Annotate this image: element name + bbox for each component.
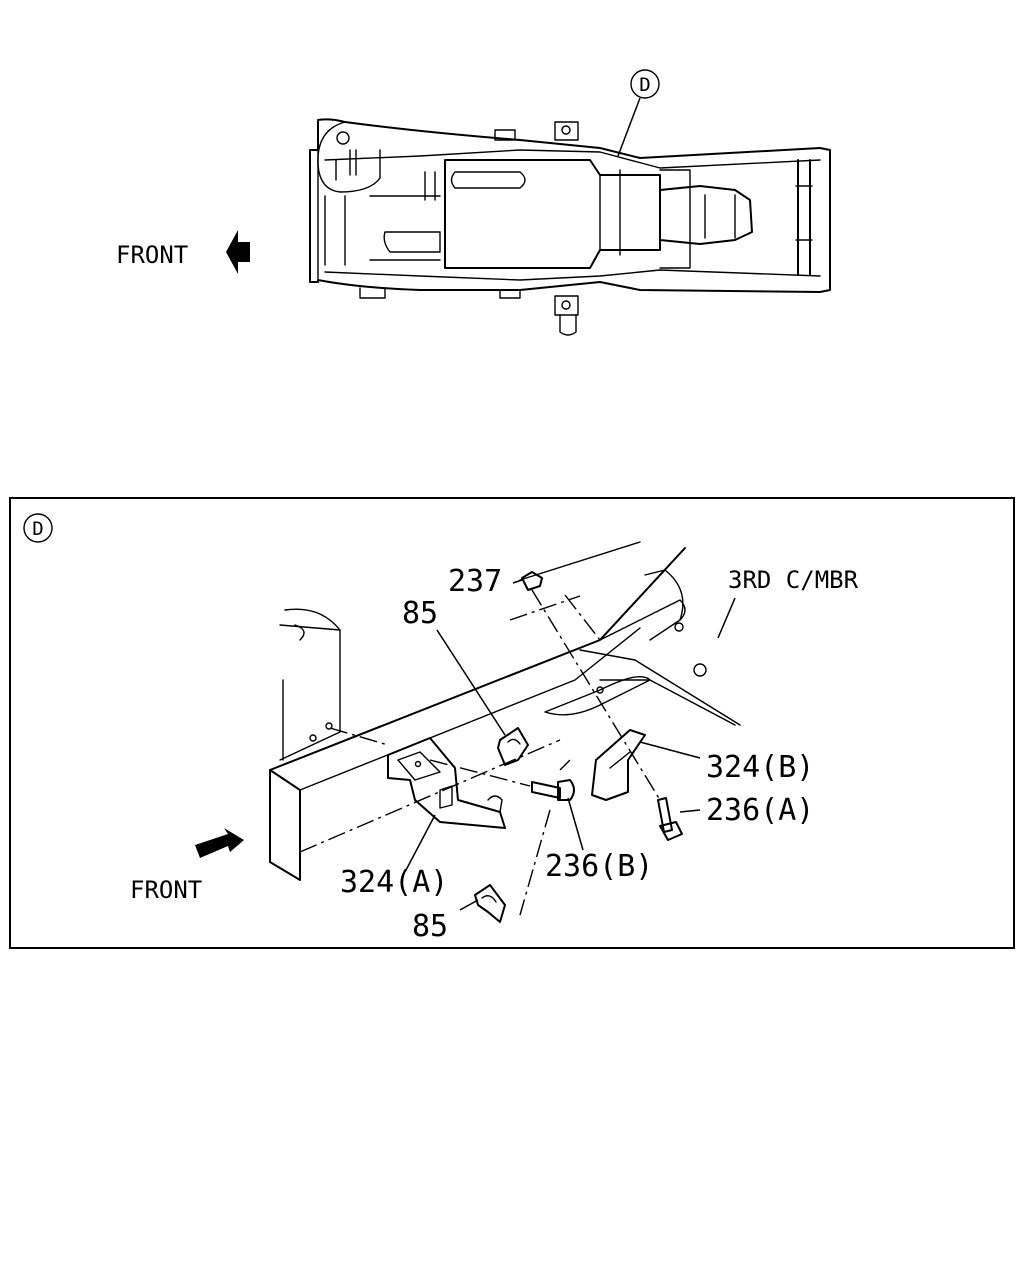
- detail-d-marker: D: [32, 518, 43, 540]
- leader-crossmember: [717, 597, 736, 639]
- part-237-label: 237: [448, 564, 502, 599]
- chassis-overview: [309, 69, 831, 336]
- detail-d-leader: [617, 97, 641, 157]
- detail-d-callout-circle: [630, 69, 660, 99]
- part-236a-label: 236(A): [706, 793, 814, 828]
- part-236b-label: 236(B): [545, 849, 653, 884]
- leader-85-top: [436, 629, 506, 736]
- leader-324a: [404, 814, 436, 873]
- front-label-detail: FRONT: [130, 876, 202, 904]
- part-85-bottom-label: 85: [412, 909, 448, 944]
- detail-box: [9, 497, 1015, 949]
- detail-d-marker-circle: [23, 513, 53, 543]
- frame-detail: [269, 541, 741, 923]
- leader-236a: [679, 809, 701, 813]
- front-arrow-icon: [226, 230, 250, 274]
- part-324a-label: 324(A): [340, 865, 448, 900]
- crossmember-label: 3RD C/MBR: [728, 566, 859, 594]
- leader-324b: [639, 741, 701, 759]
- front-label-overview: FRONT: [116, 241, 188, 269]
- leader-85-bottom: [459, 899, 479, 911]
- leader-236b: [567, 797, 584, 851]
- part-324b-label: 324(B): [706, 750, 814, 785]
- leader-237: [512, 579, 523, 584]
- part-85-top-label: 85: [402, 596, 438, 631]
- front-arrow-detail-icon: [195, 828, 244, 858]
- detail-d-callout: D: [639, 74, 650, 96]
